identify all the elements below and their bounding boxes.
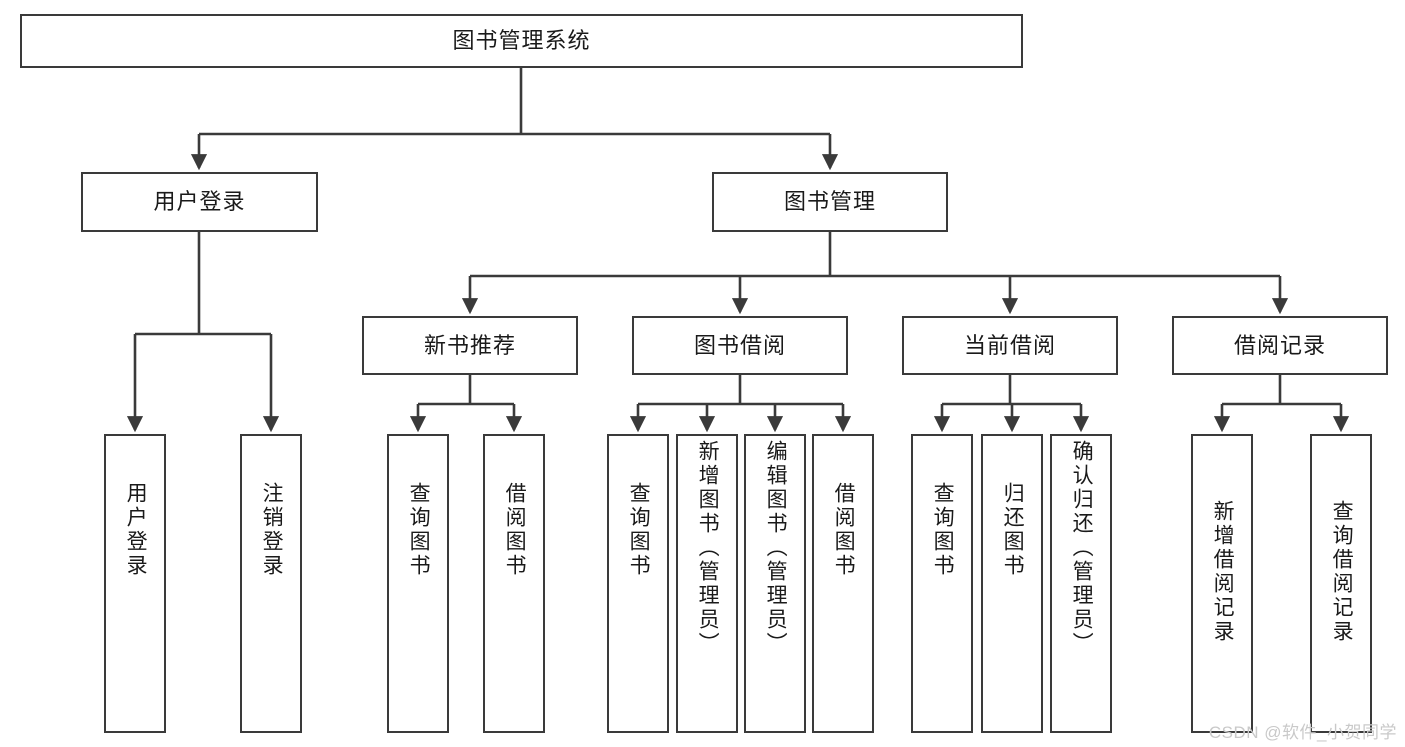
- node-book-borrow[interactable]: 图书借阅: [632, 316, 848, 375]
- node-leaf-logout-label: 注销登录: [260, 482, 284, 578]
- node-leaf-borrow-book-2[interactable]: 借阅图书: [812, 434, 874, 733]
- node-leaf-return-book-label: 归还图书: [1001, 482, 1025, 578]
- watermark-text: CSDN @软件_小贺同学: [1208, 723, 1397, 742]
- node-leaf-confirm-return[interactable]: 确认归还（管理员）: [1050, 434, 1112, 733]
- node-book-borrow-label: 图书借阅: [693, 332, 786, 358]
- node-leaf-user-login-label: 用户登录: [124, 482, 148, 578]
- node-leaf-query-record[interactable]: 查询借阅记录: [1310, 434, 1372, 733]
- node-leaf-query-book-1[interactable]: 查询图书: [387, 434, 449, 733]
- node-leaf-query-record-label: 查询借阅记录: [1330, 500, 1354, 644]
- node-user-login[interactable]: 用户登录: [81, 172, 318, 232]
- node-book-manage-label: 图书管理: [783, 189, 876, 214]
- node-leaf-add-book-label: 新增图书（管理员）: [696, 440, 720, 656]
- node-leaf-edit-book-label: 编辑图书（管理员）: [764, 440, 788, 656]
- node-leaf-borrow-book-1[interactable]: 借阅图书: [483, 434, 545, 733]
- node-leaf-query-book-1-label: 查询图书: [407, 482, 431, 578]
- node-leaf-query-book-2[interactable]: 查询图书: [607, 434, 669, 733]
- node-leaf-query-book-2-label: 查询图书: [627, 482, 651, 578]
- node-new-book-rec-label: 新书推荐: [423, 332, 516, 358]
- node-leaf-return-book[interactable]: 归还图书: [981, 434, 1043, 733]
- node-book-manage[interactable]: 图书管理: [712, 172, 948, 232]
- node-user-login-label: 用户登录: [153, 189, 246, 214]
- node-leaf-borrow-book-2-label: 借阅图书: [832, 482, 856, 578]
- node-leaf-confirm-return-label: 确认归还（管理员）: [1070, 440, 1094, 656]
- node-current-borrow[interactable]: 当前借阅: [902, 316, 1118, 375]
- node-current-borrow-label: 当前借阅: [963, 332, 1056, 358]
- node-root[interactable]: 图书管理系统: [20, 14, 1023, 68]
- node-root-label: 图书管理系统: [452, 28, 591, 53]
- node-leaf-add-record-label: 新增借阅记录: [1211, 500, 1235, 644]
- node-leaf-edit-book[interactable]: 编辑图书（管理员）: [744, 434, 806, 733]
- node-leaf-add-book[interactable]: 新增图书（管理员）: [676, 434, 738, 733]
- node-leaf-add-record[interactable]: 新增借阅记录: [1191, 434, 1253, 733]
- node-leaf-query-book-3[interactable]: 查询图书: [911, 434, 973, 733]
- node-leaf-user-login[interactable]: 用户登录: [104, 434, 166, 733]
- node-leaf-borrow-book-1-label: 借阅图书: [503, 482, 527, 578]
- node-leaf-logout[interactable]: 注销登录: [240, 434, 302, 733]
- node-borrow-record[interactable]: 借阅记录: [1172, 316, 1388, 375]
- node-borrow-record-label: 借阅记录: [1233, 332, 1326, 358]
- node-new-book-rec[interactable]: 新书推荐: [362, 316, 578, 375]
- node-leaf-query-book-3-label: 查询图书: [931, 482, 955, 578]
